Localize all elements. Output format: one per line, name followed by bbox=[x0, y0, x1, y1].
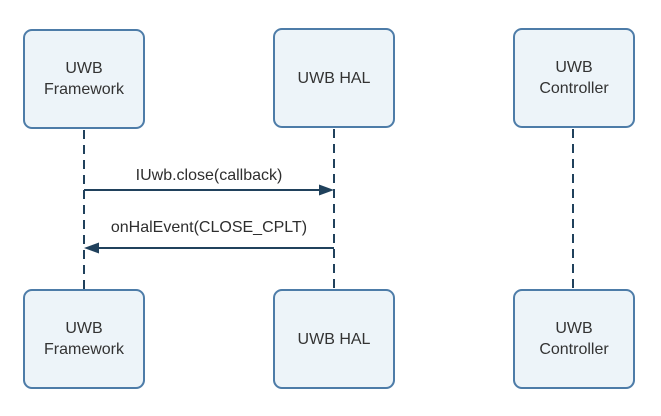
message-label-onhalevent: onHalEvent(CLOSE_CPLT) bbox=[110, 219, 308, 236]
actor-top-uwb-framework: UWB Framework bbox=[23, 29, 145, 129]
actor-label: UWB Framework bbox=[43, 60, 124, 98]
message-label-close: IUwb.close(callback) bbox=[135, 167, 283, 184]
actor-label: UWB Framework bbox=[43, 320, 124, 358]
actor-label: UWB Controller bbox=[539, 320, 609, 358]
actor-bottom-uwb-hal: UWB HAL bbox=[273, 289, 395, 389]
arrowhead-left-icon bbox=[84, 242, 99, 254]
actor-label: UWB HAL bbox=[297, 69, 371, 87]
actor-bottom-uwb-controller: UWB Controller bbox=[513, 289, 635, 389]
actor-bottom-uwb-framework: UWB Framework bbox=[23, 289, 145, 389]
actor-top-uwb-controller: UWB Controller bbox=[513, 28, 635, 128]
actor-label: UWB Controller bbox=[539, 59, 609, 97]
arrowhead-right-icon bbox=[319, 184, 334, 196]
actor-label: UWB HAL bbox=[297, 330, 371, 348]
actor-top-uwb-hal: UWB HAL bbox=[273, 28, 395, 128]
